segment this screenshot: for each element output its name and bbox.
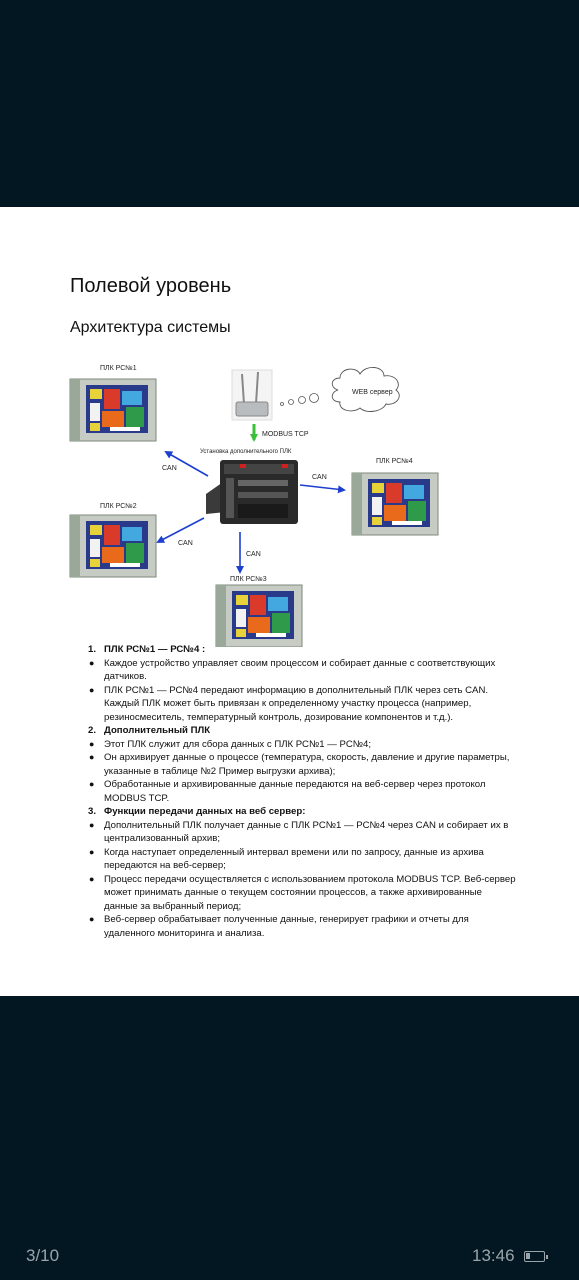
can-label-2: CAN xyxy=(178,540,193,547)
router-icon xyxy=(231,369,273,421)
plc4-label: ПЛК РС№4 xyxy=(376,458,413,465)
list-item: ●Веб-сервер обрабатывает полученные данн… xyxy=(89,914,469,939)
modbus-label: MODBUS TCP xyxy=(262,431,309,438)
web-server-label: WEB сервер xyxy=(352,389,393,396)
can-label-3: CAN xyxy=(246,551,261,558)
plc2-label: ПЛК РС№2 xyxy=(100,503,137,510)
page-subheading: Архитектура системы xyxy=(70,319,231,336)
plc3-label: ПЛК РС№3 xyxy=(230,576,267,583)
section-title: 3.Функции передачи данных на веб сервер: xyxy=(88,806,306,817)
can-label-4: CAN xyxy=(312,474,327,481)
can-arrow-plc4 xyxy=(299,484,346,494)
list-item: ●Процесс передачи осуществляется с испол… xyxy=(89,873,516,912)
extra-plc-label: Установка дополнительного ПЛК xyxy=(200,449,292,455)
list-item: ●ПЛК РС№1 — РС№4 передают информацию в д… xyxy=(89,684,489,723)
plc1-label: ПЛК РС№1 xyxy=(100,365,137,372)
list-item: ●Когда наступает определенный интервал в… xyxy=(89,846,484,872)
list-item: ●Этот ПЛК служит для сбора данных с ПЛК … xyxy=(89,738,372,750)
plc2-device-image xyxy=(69,514,157,578)
list-item: ●Каждое устройство управляет своим проце… xyxy=(89,657,496,683)
can-arrow-plc2 xyxy=(156,517,205,543)
plc3-device-image xyxy=(215,584,303,647)
battery-icon xyxy=(524,1251,548,1262)
body-text: 1.ПЛК РС№1 — РС№4 : ●Каждое устройство у… xyxy=(88,643,518,940)
can-label-1: CAN xyxy=(162,465,177,472)
architecture-diagram-svg: ПЛК РС№1 ПЛК РС№2 ПЛК РС№3 ПЛК РС№4 xyxy=(69,365,439,647)
page-indicator: 3/10 xyxy=(26,1246,60,1265)
list-item: ●Дополнительный ПЛК получает данные с ПЛ… xyxy=(89,819,509,845)
section-title: 1.ПЛК РС№1 — РС№4 : xyxy=(88,644,206,655)
section-title: 2.Дополнительный ПЛК xyxy=(88,725,211,736)
document-page[interactable]: Полевой уровень Архитектура системы xyxy=(0,207,579,996)
central-plc-device-image xyxy=(206,460,298,524)
plc4-device-image xyxy=(351,472,439,536)
cloud-icon xyxy=(280,367,400,412)
plc1-device-image xyxy=(69,378,157,442)
page-heading: Полевой уровень xyxy=(70,275,232,297)
architecture-diagram: ПЛК РС№1 ПЛК РС№2 ПЛК РС№3 ПЛК РС№4 xyxy=(0,352,579,647)
can-arrow-plc1 xyxy=(164,451,209,477)
list-item: ●Он архивирует данные о процессе (темпер… xyxy=(89,752,510,777)
status-time: 13:46 xyxy=(472,1246,515,1265)
list-item: ●Обработанные и архивированные данные пе… xyxy=(89,779,486,804)
